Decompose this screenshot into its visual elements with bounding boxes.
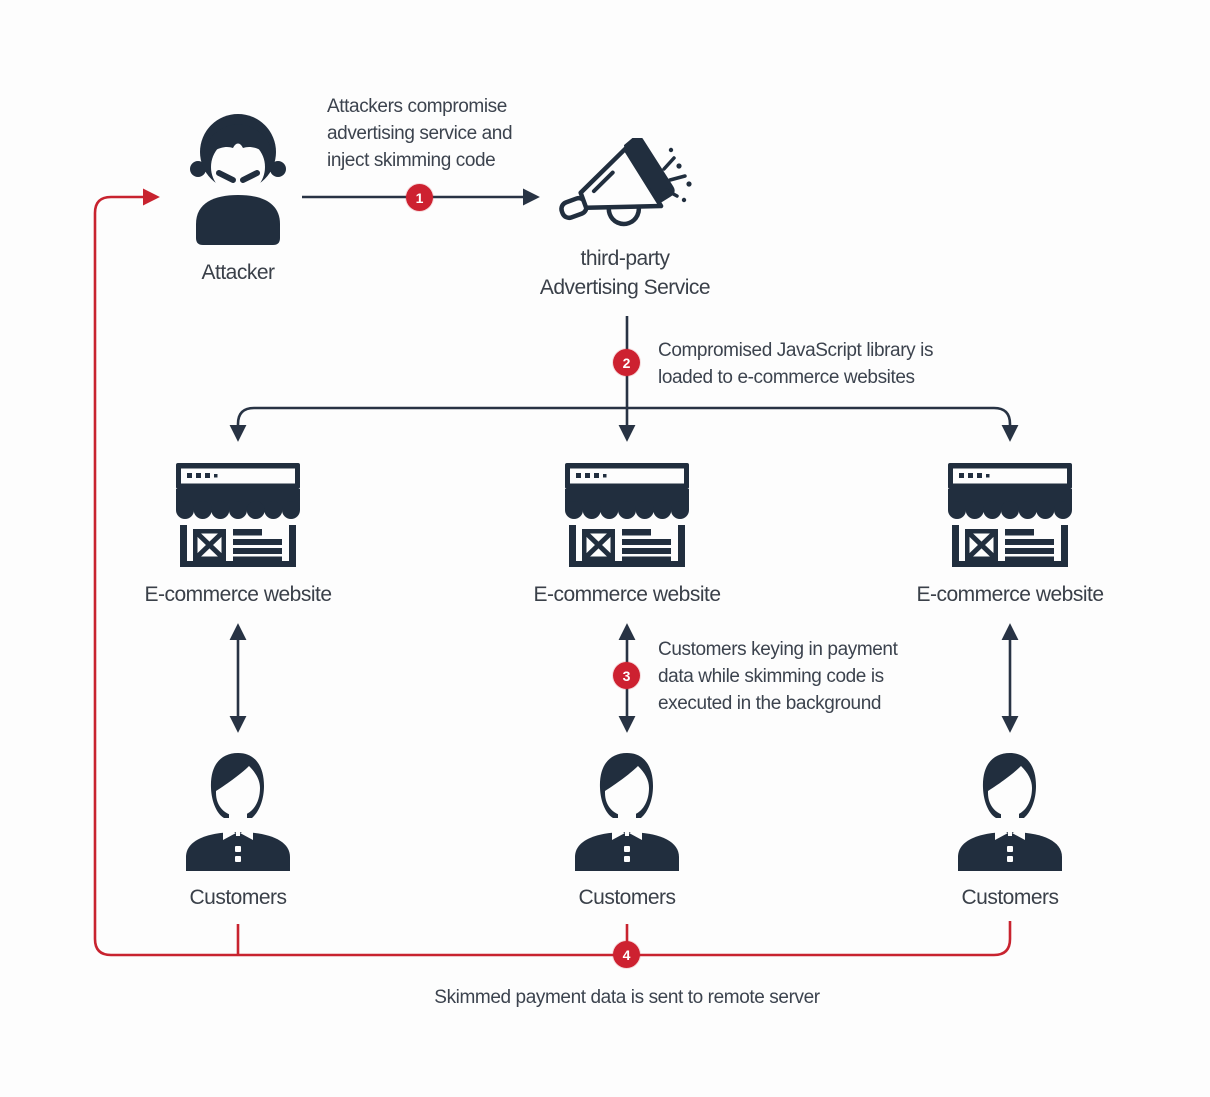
- step3-annotation: Customers keying in payment data while s…: [658, 639, 898, 714]
- customer-person-icon: [958, 753, 1062, 871]
- storefront-browser-icon: [176, 463, 300, 567]
- customers-label-right: Customers: [961, 886, 1059, 909]
- arrow-branch-to-left-website: [229, 406, 627, 442]
- red-exfiltration-path: [93, 188, 1012, 957]
- step3-badge: 3: [613, 662, 640, 689]
- storefront-browser-icon: [948, 463, 1072, 567]
- website-label-middle: E-commerce website: [533, 583, 721, 606]
- step1-badge: 1: [406, 184, 433, 211]
- step2-annotation: Compromised JavaScript library is loaded…: [658, 340, 934, 388]
- website-label-right: E-commerce website: [916, 583, 1104, 606]
- attacker-person-icon: [190, 114, 286, 245]
- adservice-label: third-party Advertising Service: [539, 247, 711, 299]
- storefront-browser-icon: [565, 463, 689, 567]
- customer-person-icon: [575, 753, 679, 871]
- step1-annotation: Attackers compromise advertising service…: [327, 96, 513, 171]
- customers-label-left: Customers: [189, 886, 287, 909]
- step4-annotation: Skimmed payment data is sent to remote s…: [434, 987, 820, 1008]
- arrow-branch-to-right-website: [627, 406, 1019, 442]
- customers-label-middle: Customers: [578, 886, 676, 909]
- attacker-label: Attacker: [201, 261, 275, 284]
- step4-badge: 4: [613, 941, 640, 968]
- step2-badge: 2: [613, 349, 640, 376]
- megaphone-icon: [559, 138, 692, 227]
- website-label-left: E-commerce website: [144, 583, 332, 606]
- customer-person-icon: [186, 753, 290, 871]
